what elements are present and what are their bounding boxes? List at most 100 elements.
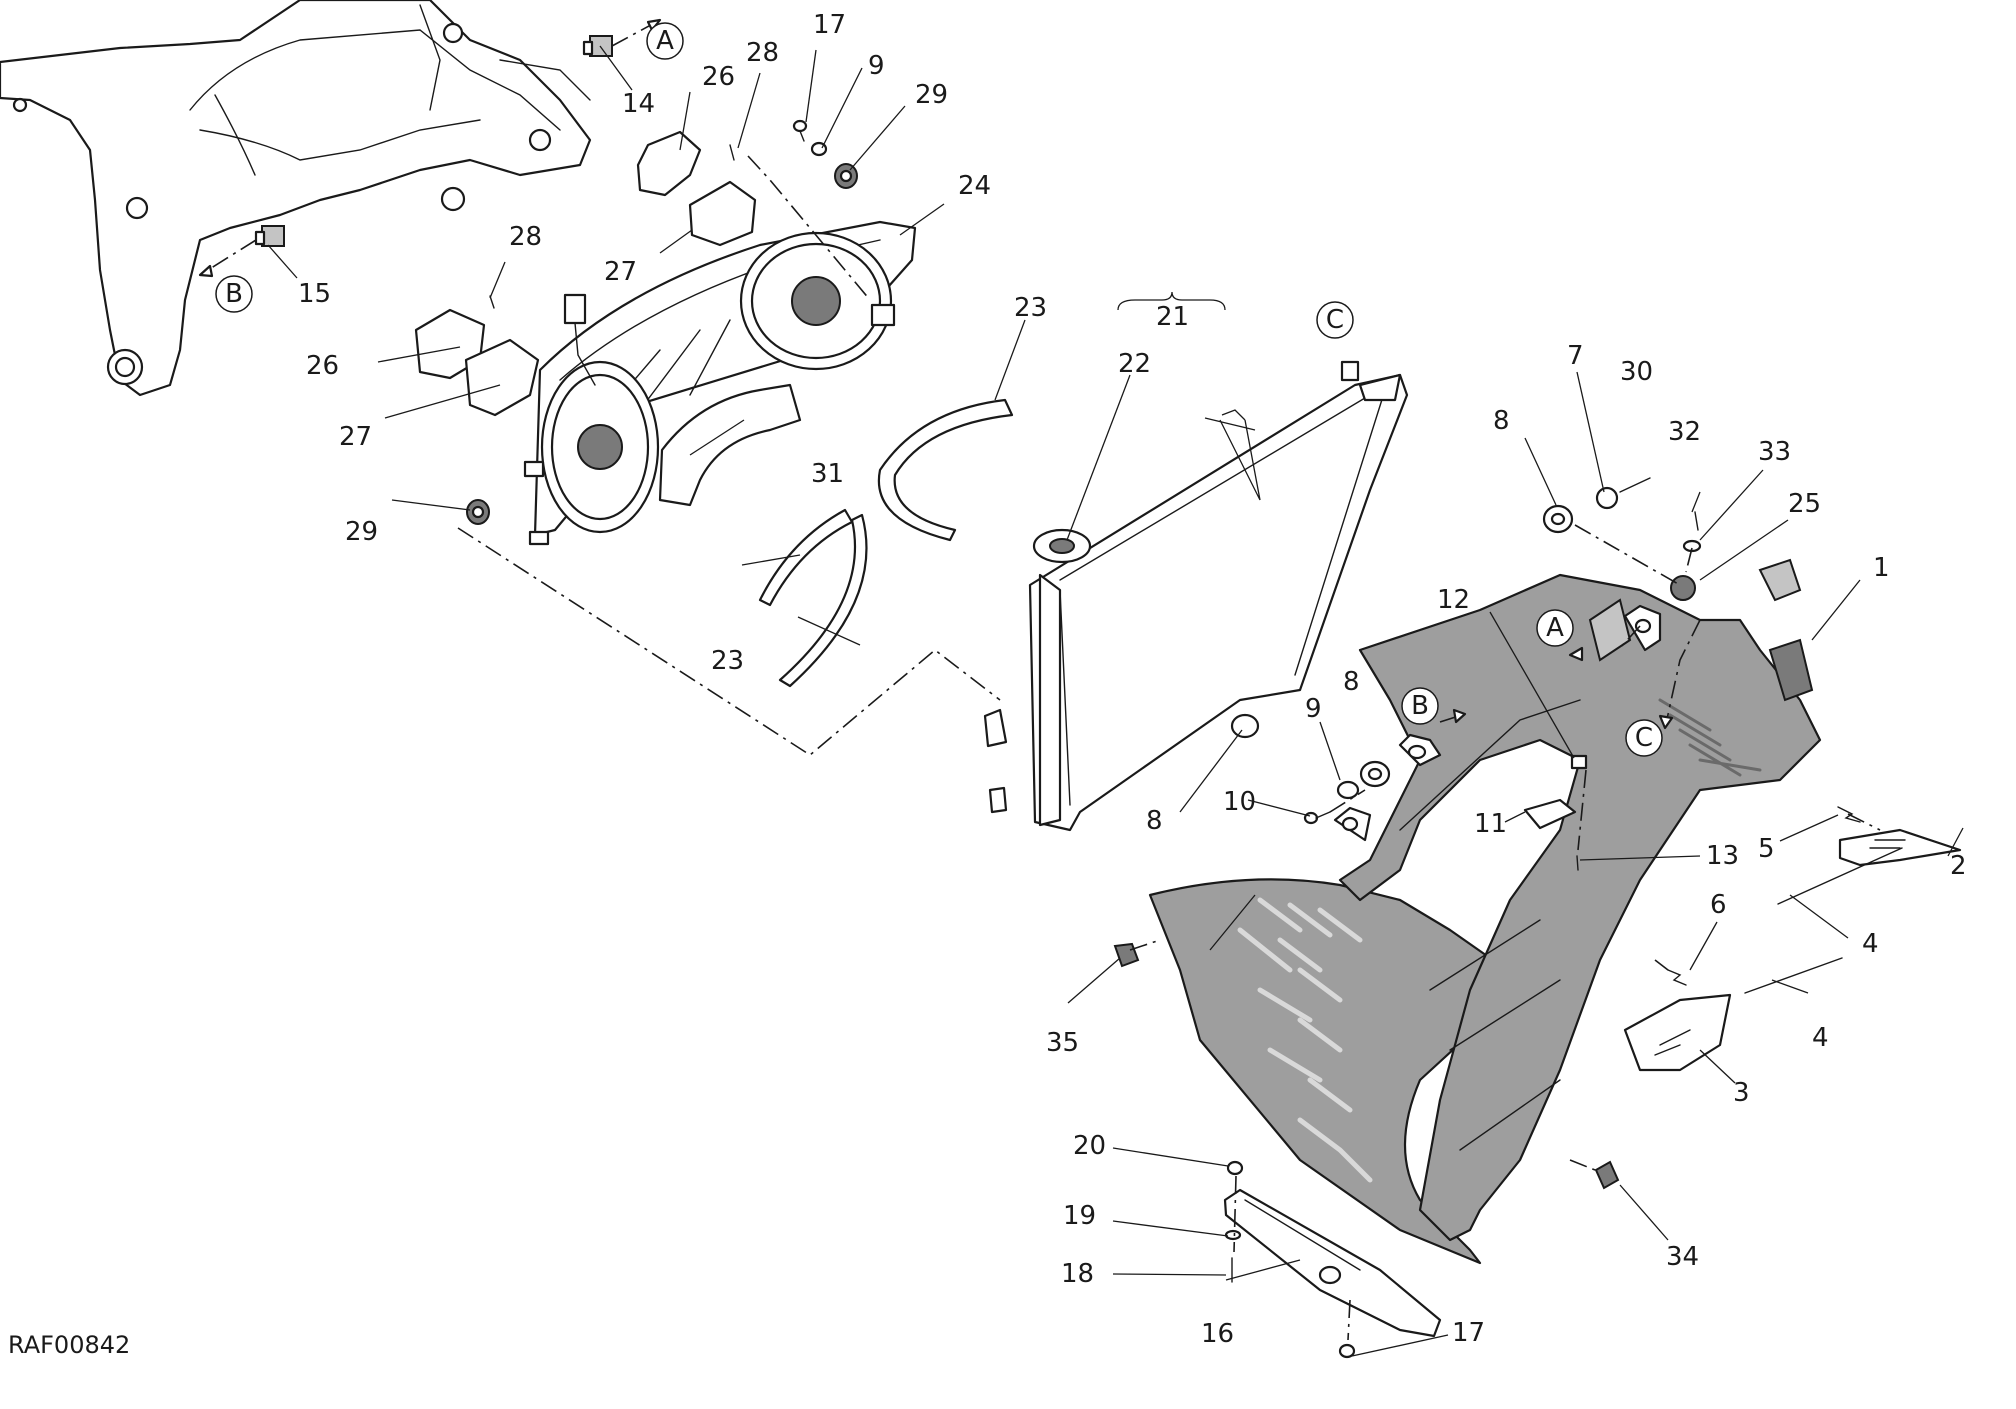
callout-33: 33 — [1758, 437, 1791, 467]
svg-text:A: A — [656, 26, 674, 56]
callout-27b: 27 — [339, 422, 372, 452]
marker-b-fairing: B — [1401, 687, 1439, 725]
marker-c-fairing: C — [1625, 719, 1663, 757]
callout-22: 22 — [1118, 349, 1151, 379]
fairing-grill-pattern — [1237, 897, 1373, 1183]
callout-13: 13 — [1706, 841, 1739, 871]
callout-24: 24 — [958, 171, 991, 201]
washer-9-lower — [1336, 780, 1360, 800]
fairing-mount-tab-top — [1623, 604, 1662, 652]
svg-text:B: B — [225, 279, 243, 309]
fastener-15 — [254, 225, 285, 247]
leader-lines — [267, 45, 1964, 1357]
callout-5: 5 — [1758, 834, 1775, 864]
side-cover-3 — [1623, 993, 1732, 1072]
lower-fairing — [1148, 558, 1822, 1265]
callout-31: 31 — [811, 459, 844, 489]
callout-29b: 29 — [345, 517, 378, 547]
fan-connector — [563, 293, 596, 386]
cooling-fan-assembly — [523, 220, 917, 546]
callout-23a: 23 — [1014, 293, 1047, 323]
callout-30: 30 — [1620, 357, 1653, 387]
screw-30 — [1619, 477, 1651, 493]
fairing-mount-tab-left — [1398, 733, 1442, 767]
radiator — [983, 360, 1409, 832]
tie-rod-4b — [1744, 957, 1843, 994]
callout-6: 6 — [1710, 890, 1727, 920]
spacer-7 — [1595, 486, 1619, 510]
marker-a-frame: A — [646, 22, 684, 60]
washer-19 — [1224, 1229, 1242, 1241]
deflector-26-upper — [636, 130, 702, 197]
marker-b-frame: B — [215, 275, 253, 313]
screw-20 — [1226, 1160, 1244, 1176]
callout-8c: 8 — [1146, 806, 1163, 836]
callout-10: 10 — [1223, 787, 1256, 817]
connection-arrows — [198, 18, 1674, 730]
callout-26a: 26 — [702, 62, 735, 92]
svg-text:B: B — [1411, 691, 1429, 721]
callout-34: 34 — [1666, 1242, 1699, 1272]
grommet-29-upper — [834, 163, 858, 189]
callout-4a: 4 — [1862, 929, 1879, 959]
callout-17a: 17 — [813, 10, 846, 40]
callout-32: 32 — [1668, 417, 1701, 447]
callout-12: 12 — [1437, 585, 1470, 615]
support-bracket-16 — [1223, 1188, 1442, 1338]
damper-8-upper — [1542, 504, 1574, 534]
callout-29a: 29 — [915, 80, 948, 110]
callout-26b: 26 — [306, 351, 339, 381]
callout-18: 18 — [1061, 1259, 1094, 1289]
screw-28-upper — [729, 144, 735, 161]
shroud-31 — [658, 383, 802, 507]
grommet-35 — [1113, 942, 1140, 968]
damper-8-radiator — [1230, 713, 1260, 739]
callout-15: 15 — [298, 279, 331, 309]
callout-16: 16 — [1201, 1319, 1234, 1349]
svg-text:C: C — [1635, 723, 1653, 753]
screw-10 — [1303, 811, 1331, 825]
callout-35: 35 — [1046, 1028, 1079, 1058]
drawing-code: RAF00842 — [8, 1331, 130, 1359]
screw-32 — [1694, 511, 1699, 531]
clip-34 — [1594, 1160, 1620, 1190]
callout-7: 7 — [1567, 341, 1584, 371]
grommet-29-lower — [466, 499, 490, 525]
callout-28b: 28 — [509, 222, 542, 252]
spring-5 — [1837, 806, 1861, 823]
screw-17-upper — [792, 119, 808, 142]
callout-8a: 8 — [1493, 406, 1510, 436]
callout-20: 20 — [1073, 1131, 1106, 1161]
callout-19: 19 — [1063, 1201, 1096, 1231]
callout-8b: 8 — [1343, 667, 1360, 697]
seal-23-lower — [758, 508, 868, 688]
bracket-11 — [1523, 798, 1577, 830]
callout-3: 3 — [1733, 1078, 1750, 1108]
deflector-27-lower — [464, 338, 540, 417]
callout-9b: 9 — [1305, 694, 1322, 724]
fairing-mount-tab-lower — [1333, 806, 1372, 842]
seal-23-upper — [877, 398, 1014, 542]
fastener-14 — [582, 35, 613, 57]
rubber-mount-25 — [1670, 575, 1696, 601]
callout-11: 11 — [1474, 809, 1507, 839]
callout-9a: 9 — [868, 51, 885, 81]
callout-14: 14 — [622, 89, 655, 119]
screw-17-lower — [1338, 1343, 1356, 1359]
side-cover-2 — [1838, 828, 1962, 867]
callout-27a: 27 — [604, 257, 637, 287]
damper-8-lower — [1359, 760, 1391, 788]
clip-12 — [1570, 754, 1588, 770]
spring-6 — [1667, 969, 1687, 986]
marker-a-fairing: A — [1536, 609, 1574, 647]
deflector-27-upper — [688, 180, 757, 247]
part-callouts: 1 2 3 4 4 5 6 7 8 8 8 9 9 10 11 12 13 14… — [298, 10, 1967, 1349]
callout-21: 21 — [1156, 302, 1189, 332]
callout-2: 2 — [1950, 851, 1967, 881]
svg-text:A: A — [1546, 613, 1564, 643]
callout-25: 25 — [1788, 489, 1821, 519]
svg-text:C: C — [1326, 305, 1344, 335]
callout-17b: 17 — [1452, 1318, 1485, 1348]
callout-4b: 4 — [1812, 1023, 1829, 1053]
